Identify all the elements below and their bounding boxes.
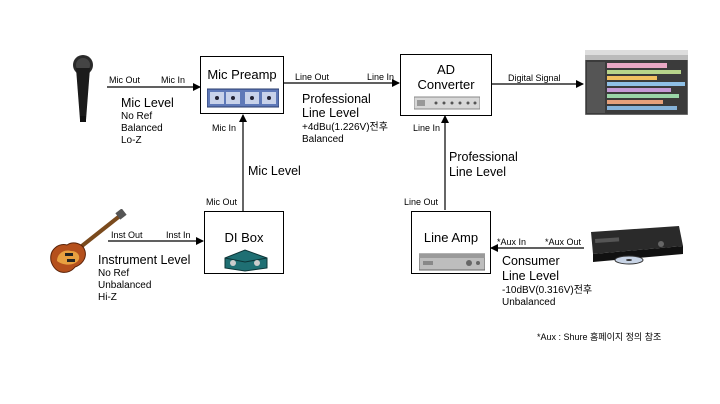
professional-top-title-1: Professional xyxy=(302,92,371,106)
professional-top-line-2: Balanced xyxy=(302,134,344,145)
daw-screenshot-icon xyxy=(585,50,688,115)
instrument-level-line-2: Unbalanced xyxy=(98,280,152,291)
professional-top-line-1: +4dBu(1.226V)전후 xyxy=(302,122,388,133)
professional-top-title-2: Line Level xyxy=(302,106,359,120)
consumer-title-1: Consumer xyxy=(502,254,560,268)
mic-in-top-label: Mic In xyxy=(161,75,186,85)
line-amp-icon xyxy=(419,253,485,271)
ad-converter-rack-icon xyxy=(414,96,480,110)
mic-preamp-title: Mic Preamp xyxy=(207,67,277,82)
ad-converter-title-line1: AD xyxy=(436,62,456,77)
preamp-line-out-label: Line Out xyxy=(295,72,330,82)
instrument-level-line-1: No Ref xyxy=(98,268,130,279)
mic-level-title: Mic Level xyxy=(121,96,174,110)
preamp-mic-in-bottom-label: Mic In xyxy=(212,123,237,133)
mic-level-vertical-label: Mic Level xyxy=(248,164,301,178)
di-box-title: DI Box xyxy=(224,230,264,245)
footnote: *Aux : Shure 홈페이지 정의 참조 xyxy=(537,332,662,342)
mic-level-line-3: Lo-Z xyxy=(121,135,142,146)
inst-in-label: Inst In xyxy=(166,230,191,240)
mic-preamp-box: Mic Preamp xyxy=(200,56,284,114)
inst-out-label: Inst Out xyxy=(111,230,143,240)
preamp-rack-icon xyxy=(207,88,279,108)
professional-right-line-2: Line Level xyxy=(449,165,506,179)
digital-signal-label: Digital Signal xyxy=(508,73,561,83)
consumer-line-1: -10dBV(0.316V)전후 xyxy=(502,285,593,296)
mic-level-line-1: No Ref xyxy=(121,111,153,122)
mic-level-line-2: Balanced xyxy=(121,123,163,134)
aux-out-label: *Aux Out xyxy=(545,237,582,247)
ad-line-in-bottom-label: Line In xyxy=(413,123,441,133)
ad-converter-title-line2: Converter xyxy=(417,77,475,92)
lineamp-line-out-label: Line Out xyxy=(404,197,439,207)
line-amp-title: Line Amp xyxy=(423,230,479,245)
di-box-box: DI Box xyxy=(204,211,284,274)
ad-converter-box: AD Converter xyxy=(400,54,492,116)
di-mic-out-label: Mic Out xyxy=(206,197,238,207)
cd-player-icon xyxy=(591,226,683,265)
consumer-title-2: Line Level xyxy=(502,269,559,283)
mic-out-label: Mic Out xyxy=(109,75,141,85)
instrument-level-line-3: Hi-Z xyxy=(98,292,117,303)
ad-line-in-top-label: Line In xyxy=(367,72,395,82)
aux-in-label: *Aux In xyxy=(497,237,527,247)
professional-right-line-1: Professional xyxy=(449,150,518,164)
microphone-icon xyxy=(73,55,93,122)
line-amp-box: Line Amp xyxy=(411,211,491,274)
consumer-line-2: Unbalanced xyxy=(502,297,556,308)
instrument-level-title: Instrument Level xyxy=(98,253,191,267)
di-box-icon xyxy=(224,249,268,272)
guitar-icon xyxy=(50,209,127,273)
